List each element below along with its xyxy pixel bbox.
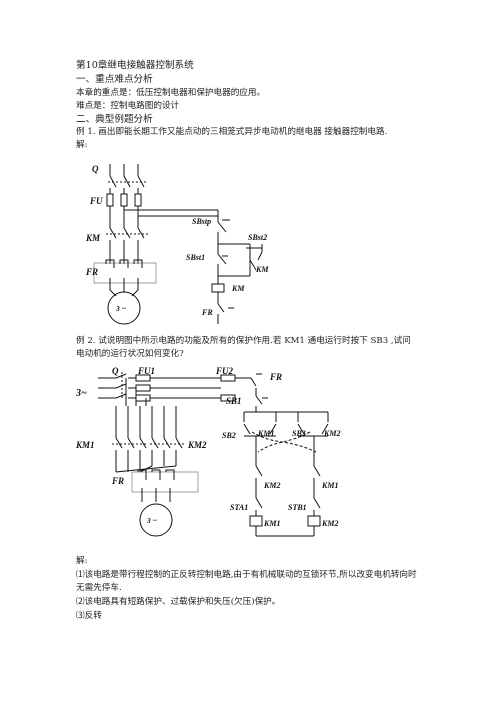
fig1-q-label: Q: [92, 164, 99, 174]
answer-2: ⑵该电路具有短路保护、过载保护和失压(欠压)保护。: [76, 597, 281, 607]
figure-2-circuit: 3~ Q FU1 FU2 FR SB1 SB2 KM1 SB3 KM2 KM1 …: [76, 366, 340, 537]
fig2-motor-label: 3 ~: [146, 516, 158, 525]
fig2-km1-aux-label: KM1: [257, 429, 274, 438]
fig2-fu2-label: FU2: [215, 366, 234, 376]
fig1-fr-label: FR: [86, 267, 98, 277]
answer-1-line-2: 无需先停车.: [76, 583, 122, 593]
fig1-motor-label: 3 ~: [115, 304, 127, 313]
answer-1-line-1: ⑴该电路是带行程控制的正反转控制电路,由于有机械联动的互锁环节,所以改变电机转向…: [76, 570, 417, 580]
fig2-fr-label: FR: [111, 476, 124, 486]
fig2-km1-coil-label: KM1: [263, 519, 280, 528]
fig2-km2-aux-label: KM2: [323, 429, 340, 438]
fig1-sbst1-label: SBst1: [186, 253, 205, 262]
section-heading-2: 二、典型例题分析: [76, 114, 153, 125]
fig2-km2-main-label: KM2: [187, 440, 207, 450]
fig1-fu-label: FU: [89, 196, 103, 206]
fig2-q-label: Q: [112, 366, 119, 376]
fig1-km-label: KM: [86, 233, 101, 243]
chapter-title: 第10章继电接触器控制系统: [76, 60, 194, 71]
fig2-km2-interlock-label: KM2: [263, 481, 280, 490]
fig2-km2-coil-label: KM2: [321, 519, 338, 528]
fig2-sta1-label: STA1: [230, 503, 248, 512]
fig2-sb2-label: SB2: [222, 431, 236, 440]
focus-text: 本章的重点是：低压控制电器和保护电器的应用。: [76, 88, 266, 98]
example-1-question: 例 1. 画出即能长期工作又能点动的三相笼式异步电动机的继电器 接触器控制电路.: [76, 127, 388, 137]
example-2-question-line-1: 例 2. 试说明图中所示电路的功能及所有的保护作用.若 KM1 通电运行时按下 …: [76, 336, 411, 346]
example-1-solution-label: 解:: [76, 140, 88, 150]
fig1-fr-contact-label: FR: [201, 308, 213, 317]
fig1-km-aux-label: KM: [255, 265, 269, 274]
fig1-km-coil-label: KM: [231, 284, 245, 293]
fig1-sbst2-label: SBst2: [248, 233, 267, 242]
section-heading-1: 一、重点难点分析: [76, 74, 153, 85]
figure-1-circuit: Q FU KM FR 3 ~ SBstp SBst1 SBst2 KM KM F…: [86, 164, 269, 325]
fig2-stb1-label: STB1: [288, 503, 307, 512]
answer-3: ⑶反转: [76, 611, 102, 621]
example-2-question-line-2: 电动机的运行状况如何变化?: [76, 349, 184, 359]
fig2-fr-top-label: FR: [269, 372, 282, 382]
fig2-fu1-label: FU1: [137, 366, 155, 376]
fig1-sbstp-label: SBstp: [192, 217, 211, 226]
fig2-3phase-label: 3~: [76, 388, 87, 399]
fig2-km1-main-label: KM1: [76, 440, 95, 450]
fig2-sb1-label: SB1: [226, 396, 242, 406]
fig2-km1-interlock-label: KM1: [321, 481, 338, 490]
difficulty-text: 难点是：控制电路图的设计: [76, 101, 180, 111]
fig2-sb3-label: SB3: [292, 429, 306, 438]
example-2-solution-label: 解:: [76, 556, 88, 566]
